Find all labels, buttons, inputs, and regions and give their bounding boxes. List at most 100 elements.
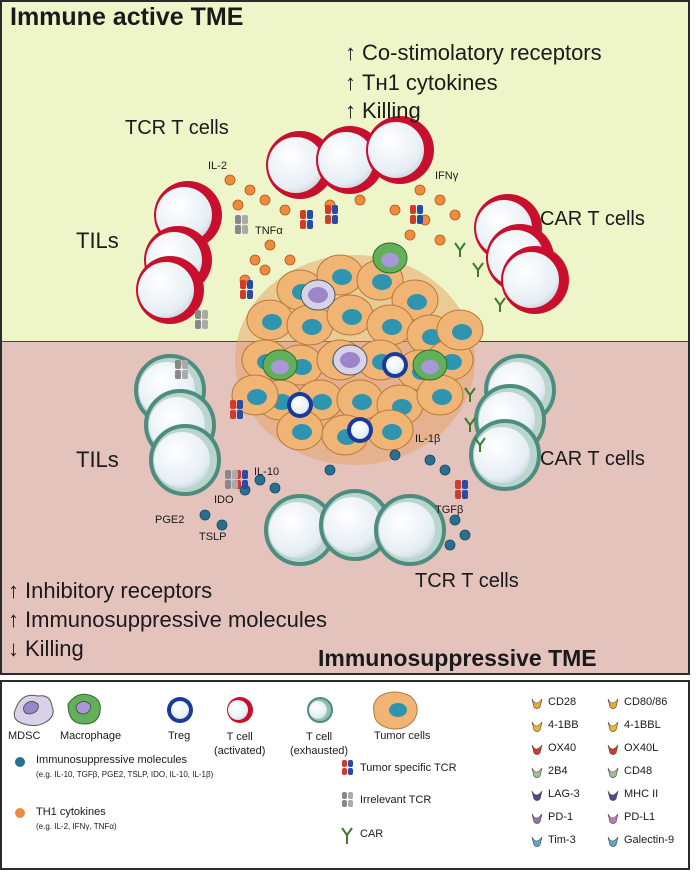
th1-cytokine — [434, 194, 446, 206]
label-tils-bottom: TILs — [76, 447, 119, 472]
cd80-86-icon — [607, 698, 619, 709]
immunosuppressive-molecule — [324, 464, 336, 476]
cd48-icon — [607, 767, 619, 778]
legend-galectin-9: Galectin-9 — [624, 834, 675, 846]
galectin-9-icon — [607, 836, 619, 847]
immunosuppressive-molecule — [254, 474, 266, 486]
tim-3-icon — [531, 836, 543, 847]
legend: MDSC Macrophage Treg T cell (activated) … — [0, 680, 690, 870]
th1-cytokine — [259, 194, 271, 206]
th1-cytokine — [224, 174, 236, 186]
immunosuppressive-molecule — [199, 509, 211, 521]
lag-3-icon — [531, 790, 543, 801]
car-receptor — [472, 262, 484, 277]
immunosuppressive-molecule — [389, 449, 401, 461]
legend-immunosuppressive-note: (e.g. IL-10, TGFβ, PGE2, TSLP, IDO, IL-1… — [36, 770, 214, 779]
ox40l-icon — [607, 744, 619, 755]
label-ido: IDO — [214, 494, 234, 506]
irrelevant-tcr — [225, 470, 238, 489]
tumor-specific-tcr — [410, 205, 423, 224]
th1-cytokine — [414, 184, 426, 196]
label-il1b: IL-1β — [415, 433, 441, 445]
legend-4-1bbl: 4-1BBL — [624, 719, 661, 731]
th1-cytokine-icon — [15, 808, 25, 818]
tumor-cell — [286, 304, 334, 346]
2b4-icon — [531, 767, 543, 778]
legend-lag-3: LAG-3 — [548, 788, 580, 800]
tumor-cell — [436, 309, 484, 351]
legend-4-1bb: 4-1BB — [548, 719, 579, 731]
tumor-tcr-icon — [342, 760, 353, 775]
immunosuppressive-molecule — [439, 464, 451, 476]
tme-illustration — [134, 116, 569, 566]
th1-cytokine — [232, 199, 244, 211]
tumor-specific-tcr — [455, 480, 468, 499]
label-ifng: IFNγ — [435, 170, 459, 182]
immunosuppressive-molecule-icon — [15, 757, 25, 767]
tumor-specific-tcr — [325, 205, 338, 224]
irrelevant-tcr — [195, 310, 208, 329]
activated-tcell-icon — [227, 697, 253, 723]
irrelevant-tcr — [235, 215, 248, 234]
treg-icon — [167, 697, 193, 723]
label-tnfa: TNFα — [255, 225, 283, 237]
treg — [382, 352, 408, 378]
car-receptor — [454, 242, 466, 257]
ox40-icon — [531, 744, 543, 755]
label-tcr-top: TCR T cells — [125, 117, 229, 139]
legend-cd80-86: CD80/86 — [624, 696, 668, 708]
th1-cytokine — [404, 229, 416, 241]
car-receptor — [474, 437, 486, 452]
effect-th1: ↑Tʜ1 cytokines — [345, 70, 498, 95]
activated-t-cells — [136, 116, 569, 324]
legend-2b4: 2B4 — [548, 765, 568, 777]
label-tcr-bottom: TCR T cells — [415, 570, 519, 592]
4-1bbl-icon — [607, 721, 619, 732]
top-title: Immune active TME — [10, 3, 244, 31]
exhausted-t-cell — [469, 419, 541, 491]
legend-car: CAR — [360, 828, 384, 840]
treg — [287, 392, 313, 418]
immunosuppressive-molecule — [449, 514, 461, 526]
legend-icons — [13, 691, 619, 847]
exhausted-t-cell — [264, 494, 336, 566]
legend-immunosuppressive: Immunosuppressive molecules — [36, 754, 188, 766]
bottom-title: Immunosuppressive TME — [318, 645, 597, 671]
macrophage — [372, 242, 408, 274]
th1-cytokine — [279, 204, 291, 216]
exhausted-t-cell — [374, 494, 446, 566]
legend-pd-l1: PD-L1 — [624, 811, 656, 823]
th1-cytokine — [449, 209, 461, 221]
legend-mhc-ii: MHC II — [624, 788, 659, 800]
immunosuppressive-molecule — [459, 529, 471, 541]
macrophage — [412, 349, 448, 381]
legend-macrophage: Macrophage — [60, 730, 122, 742]
mdsc-icon — [13, 694, 54, 727]
treg — [347, 417, 373, 443]
tumor-specific-tcr — [230, 400, 243, 419]
cytokines — [199, 174, 471, 551]
th1-cytokine — [244, 184, 256, 196]
exhausted-tcell-icon — [307, 697, 333, 723]
legend-th1: TH1 cytokines — [36, 806, 106, 818]
th1-cytokine — [259, 264, 271, 276]
label-pge2: PGE2 — [155, 514, 185, 526]
immunosuppressive-molecule — [424, 454, 436, 466]
label-il2: IL-2 — [208, 160, 227, 172]
tumor-cell-icon — [373, 691, 418, 730]
receptor-ligand-pairs — [531, 698, 619, 847]
legend-mdsc: MDSC — [8, 730, 41, 742]
th1-cytokine — [249, 254, 261, 266]
immunosuppressive-molecule — [444, 539, 456, 551]
th1-cytokine — [284, 254, 296, 266]
tumor-cell — [366, 409, 414, 451]
tumor-cell — [231, 374, 279, 416]
up-arrow-icon: ↑ — [345, 40, 356, 65]
exhausted-t-cell — [319, 489, 391, 561]
macrophage-icon — [67, 693, 101, 725]
effect-costim: ↑Co-stimolatory receptors — [345, 40, 602, 65]
effect-immunosuppressive: ↑Immunosuppressive molecules — [8, 607, 328, 632]
pd-1-icon — [531, 813, 543, 824]
activated-t-cell — [266, 131, 334, 199]
mdsc — [300, 279, 336, 311]
